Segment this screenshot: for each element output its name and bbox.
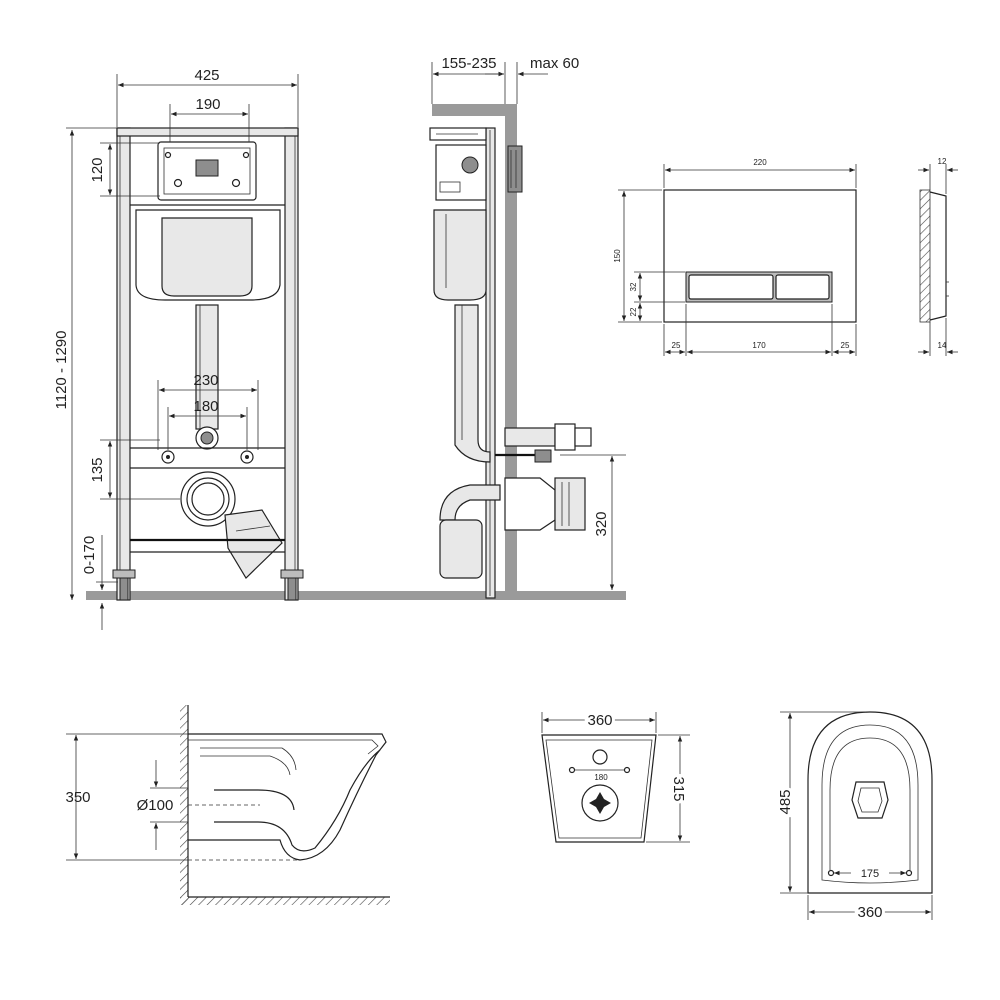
dim-margin-left: 25 xyxy=(672,341,681,350)
dim-button-h: 32 xyxy=(629,282,638,291)
dim-foot-adjust: 0-170 xyxy=(81,536,98,574)
side-cistern xyxy=(433,209,487,301)
bowl-side-outline xyxy=(188,733,387,861)
dim-total-height: 1120 - 1290 xyxy=(53,331,70,410)
floor-line xyxy=(86,591,626,600)
flush-plate-outline xyxy=(663,189,857,323)
dim-plate-width: 190 xyxy=(195,96,220,113)
dim-plate-h: 150 xyxy=(613,249,622,263)
frame-right-upright xyxy=(284,127,299,601)
dim-button-bottom: 22 xyxy=(629,307,638,316)
dim-frame-depth: 155-235 xyxy=(441,55,496,72)
frame-side-view: 155-235 max 60 320 xyxy=(429,55,626,599)
dim-plate-height: 120 xyxy=(89,157,106,182)
cistern-tank xyxy=(161,217,253,297)
side-drain-elbow xyxy=(439,519,483,579)
wall-top xyxy=(432,104,517,116)
drain-elbow xyxy=(224,509,283,579)
side-flush-pipe xyxy=(454,304,491,463)
frame-top-bar xyxy=(116,127,299,137)
dim-plate-depth-top: 12 xyxy=(938,157,947,166)
bowl-top-drain xyxy=(851,781,889,819)
dim-bolt-inner: 180 xyxy=(193,398,218,415)
bowl-floor-hatch xyxy=(180,897,390,905)
dim-buttons-w: 170 xyxy=(752,341,766,350)
plate-profile xyxy=(929,191,947,321)
frame-left-upright xyxy=(116,127,131,601)
dim-rear-height: 315 xyxy=(670,776,687,801)
dim-bolt-outer: 230 xyxy=(193,372,218,389)
dim-pipe-diameter: Ø100 xyxy=(137,797,174,814)
dim-frame-width: 425 xyxy=(194,67,219,84)
dim-rear-bolts: 180 xyxy=(594,773,608,782)
bowl-wall-hatch xyxy=(180,705,188,905)
dim-bowl-height: 350 xyxy=(65,789,90,806)
dim-top-width: 360 xyxy=(857,904,882,921)
frame-front-view: 425 190 120 1120 - 1290 230 180 135 0 xyxy=(53,67,626,630)
rear-inlet xyxy=(592,749,608,765)
bowl-top-outline xyxy=(807,711,933,894)
dim-wall-max: max 60 xyxy=(530,55,579,72)
dim-rear-width: 360 xyxy=(587,712,612,729)
flush-plate-view: 220 150 32 22 25 170 25 12 xyxy=(613,157,958,356)
dim-top-bolts: 175 xyxy=(861,868,879,880)
dim-top-length: 485 xyxy=(777,789,794,814)
wall-section xyxy=(505,104,517,598)
side-drain-connector xyxy=(504,477,556,531)
dim-side-outlet-height: 320 xyxy=(593,511,610,536)
dim-margin-right: 25 xyxy=(841,341,850,350)
bowl-rear-view: 180 360 315 xyxy=(541,709,690,843)
flush-button-large xyxy=(688,274,774,300)
flush-button-small xyxy=(775,274,830,300)
drain-outlet xyxy=(180,471,236,527)
side-control-box xyxy=(435,144,487,201)
bowl-rear-outline xyxy=(541,734,657,843)
dim-outlet-height: 135 xyxy=(89,457,106,482)
dim-plate-w: 220 xyxy=(753,158,767,167)
plate-wall-hatch xyxy=(919,189,931,323)
bowl-side-view: 350 Ø100 xyxy=(65,705,390,905)
dim-plate-depth-bottom: 14 xyxy=(938,341,947,350)
bowl-top-view: 175 485 360 xyxy=(774,711,933,924)
